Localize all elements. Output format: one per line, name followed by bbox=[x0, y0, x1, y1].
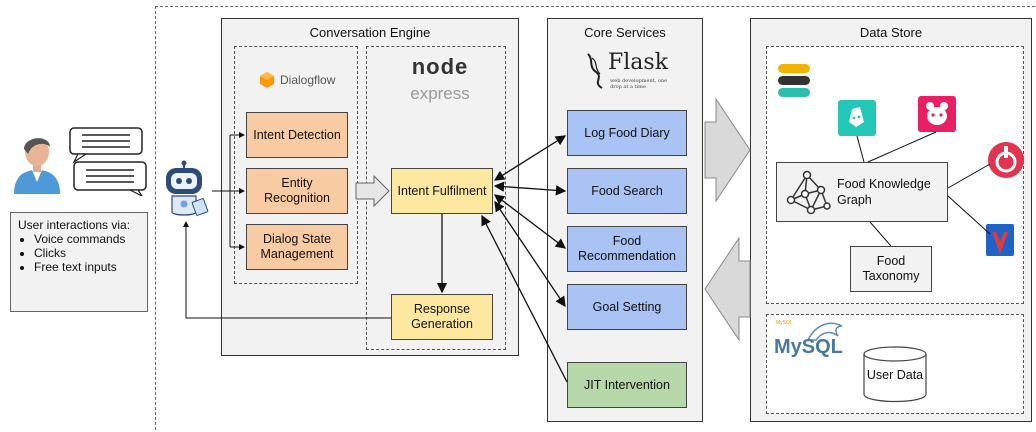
dialogflow-label: Dialogflow bbox=[280, 73, 336, 87]
deliveroo-icon bbox=[838, 100, 876, 136]
knowledge-graph-label: Food Knowledge Graph bbox=[837, 177, 931, 207]
flask-logo: Flask web development, one drop at a tim… bbox=[584, 50, 674, 94]
robot-icon bbox=[164, 160, 212, 218]
entity-recognition-box: Entity Recognition bbox=[246, 168, 348, 214]
dialogflow-logo: Dialogflow bbox=[258, 70, 348, 90]
mysql-small-label: MySQL bbox=[776, 320, 793, 326]
flask-icon bbox=[587, 53, 603, 89]
goal-setting-box: Goal Setting bbox=[567, 284, 687, 330]
burpple-icon bbox=[986, 140, 1026, 180]
food-search-box: Food Search bbox=[567, 168, 687, 214]
user-data-label: User Data bbox=[866, 368, 924, 382]
panel-title: Conversation Engine bbox=[309, 25, 431, 40]
express-logo: express bbox=[410, 84, 470, 103]
intent-fulfilment-box: Intent Fulfilment bbox=[391, 168, 493, 214]
node-logo: node bbox=[411, 54, 469, 79]
core-services-panel: Core Services bbox=[547, 18, 703, 422]
food-recommendation-box: Food Recommendation bbox=[567, 226, 687, 272]
graph-icon bbox=[786, 170, 831, 215]
chat-bubble-icon bbox=[68, 126, 148, 198]
intent-detection-box: Intent Detection bbox=[246, 112, 348, 158]
log-food-diary-box: Log Food Diary bbox=[567, 110, 687, 156]
panel-title: Core Services bbox=[584, 25, 666, 40]
dolphin-icon bbox=[806, 322, 843, 341]
flask-tagline: web development, one drop at a time bbox=[610, 78, 668, 90]
system-boundary bbox=[155, 6, 1035, 430]
foodpanda-icon bbox=[918, 96, 956, 132]
note-heading: User interactions via: bbox=[18, 218, 131, 232]
dialogflow-icon bbox=[260, 72, 274, 88]
panel-title: Data Store bbox=[859, 25, 923, 40]
food-taxonomy-box: Food Taxonomy bbox=[850, 246, 932, 292]
mysql-label: MySQL bbox=[774, 336, 843, 358]
dialog-state-management-box: Dialog State Management bbox=[246, 224, 348, 270]
flask-label: Flask bbox=[608, 50, 669, 75]
grab-icon bbox=[986, 224, 1014, 256]
food-knowledge-graph-box: Food Knowledge Graph bbox=[776, 162, 948, 222]
note-item: Clicks bbox=[34, 246, 140, 260]
user-icon bbox=[10, 132, 64, 194]
user-interactions-note: User interactions via: Voice commands Cl… bbox=[10, 212, 148, 312]
mysql-logo: MySQL MySQL bbox=[772, 318, 852, 364]
database-icon bbox=[862, 345, 928, 403]
jit-intervention-box: JIT Intervention bbox=[567, 362, 687, 408]
dialogflow-group bbox=[234, 46, 358, 284]
note-item: Voice commands bbox=[34, 232, 140, 246]
elasticsearch-icon bbox=[776, 62, 812, 100]
response-generation-box: Response Generation bbox=[391, 294, 493, 340]
note-item: Free text inputs bbox=[34, 260, 140, 274]
